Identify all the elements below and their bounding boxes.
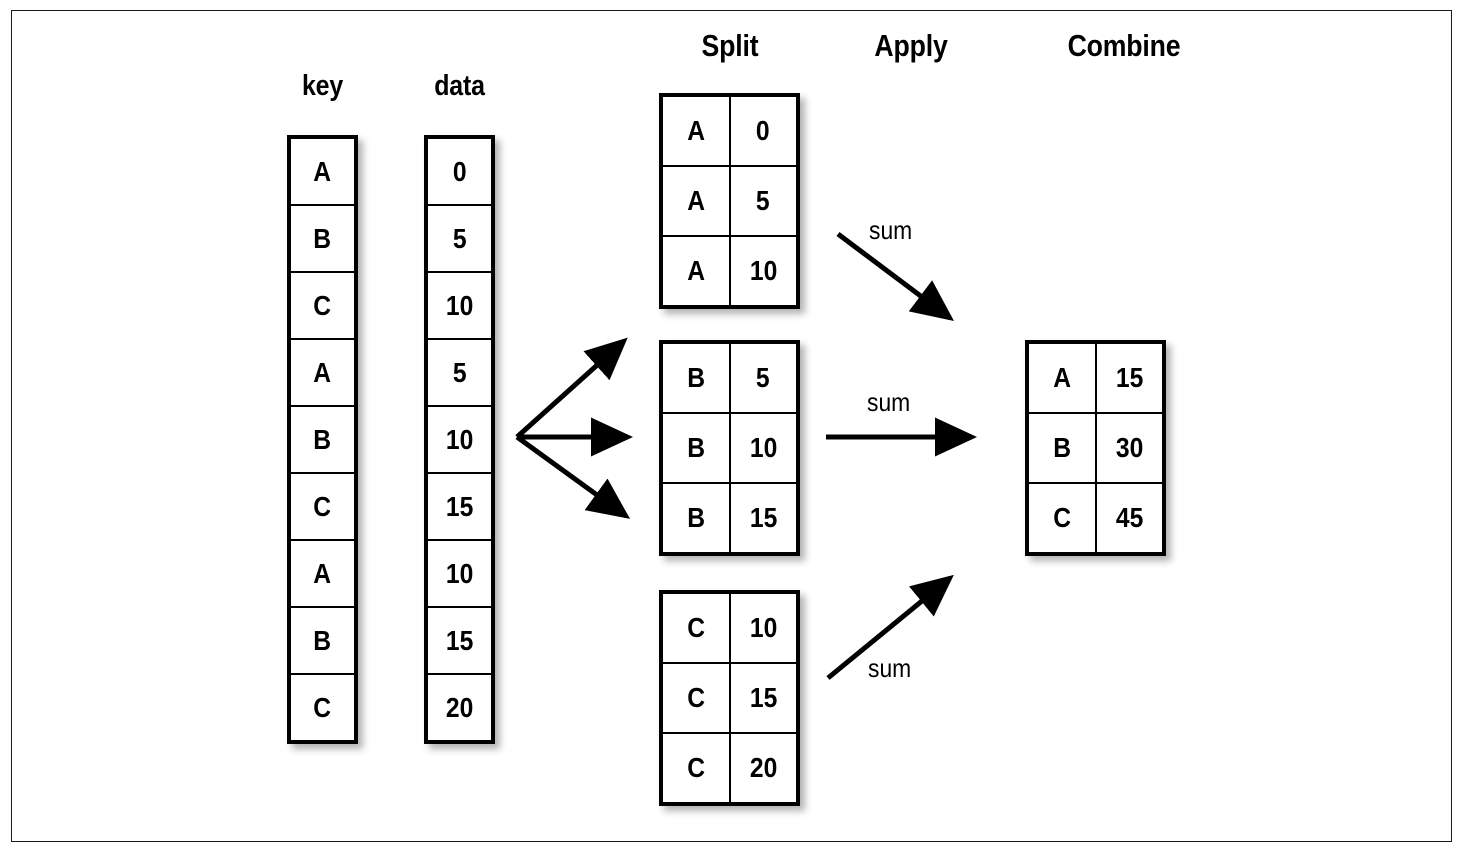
input-data-column: 0 5 10 5 10 15 10 15 20 [424,135,495,744]
input-key-cell: B [290,406,355,473]
combine-key-cell-text: C [1052,502,1071,533]
group-b-key-cell-text: B [686,362,705,393]
input-data-cell: 15 [427,473,492,540]
input-key-column: A B C A B C A B C [287,135,358,744]
input-data-cell-text: 10 [445,557,474,589]
input-data-cell-text: 15 [445,490,474,522]
input-data-cell: 15 [427,607,492,674]
input-key-cell-text: C [313,289,332,321]
input-data-cell: 10 [427,406,492,473]
group-a-key-cell-text: A [686,255,705,286]
group-b-key-cell: B [662,343,730,413]
group-c-value-cell: 10 [729,593,797,663]
input-key-cell-text: A [313,356,332,388]
input-data-cell-text: 10 [445,289,474,321]
stage-heading-apply: Apply [874,28,948,63]
combine-key-cell: B [1028,413,1096,483]
group-b-value-cell-text: 5 [756,362,771,393]
group-a-key-cell: A [662,96,730,166]
group-b-key-cell-text: B [686,502,705,533]
input-key-cell: A [290,138,355,205]
group-b-key-cell: B [662,483,730,553]
input-data-cell: 5 [427,339,492,406]
apply-arrow-b-label: sum [867,387,911,417]
input-key-cell-text: C [313,691,332,723]
combine-key-cell: C [1028,483,1096,553]
input-data-cell: 5 [427,205,492,272]
group-c-value-cell-text: 20 [749,752,777,783]
input-data-cell-text: 5 [452,222,467,254]
input-key-cell: C [290,674,355,741]
input-key-cell: A [290,540,355,607]
group-c-value-cell: 15 [729,663,797,733]
input-data-cell: 20 [427,674,492,741]
stage-heading-split: Split [701,28,759,63]
group-a-value-cell: 5 [729,166,797,236]
input-key-cell-text: B [313,423,332,455]
input-data-cell-text: 0 [452,155,467,187]
group-a-key-cell: A [662,166,730,236]
group-c-value-cell-text: 15 [749,682,777,713]
group-c-key-cell-text: C [686,752,705,783]
input-data-cell-text: 10 [445,423,474,455]
input-key-cell-text: B [313,624,332,656]
stage-heading-combine: Combine [1067,28,1181,63]
apply-arrow-c-label: sum [868,653,912,683]
group-c-key-cell-text: C [686,682,705,713]
group-c-key-cell-text: C [686,612,705,643]
input-key-cell-text: A [313,557,332,589]
input-data-cell: 10 [427,272,492,339]
group-a-value-cell-text: 10 [749,255,777,286]
group-c-key-cell: C [662,593,730,663]
input-data-cell: 10 [427,540,492,607]
input-data-cell-text: 20 [445,691,474,723]
combine-key-cell-text: B [1052,432,1071,463]
combine-key-cell: A [1028,343,1096,413]
group-b-value-cell-text: 15 [749,502,777,533]
combine-value-cell-text: 15 [1115,362,1143,393]
group-a-key-cell-text: A [686,115,705,146]
input-key-cell-text: B [313,222,332,254]
group-a-key-cell-text: A [686,185,705,216]
group-a-value-cell-text: 0 [756,115,771,146]
input-data-cell-text: 5 [452,356,467,388]
column-header-data: data [434,70,485,102]
input-key-cell-text: A [313,155,332,187]
input-key-cell: B [290,607,355,674]
combine-value-cell-text: 45 [1115,502,1143,533]
combine-value-cell: 30 [1095,413,1163,483]
group-c-key-cell: C [662,733,730,803]
group-c-value-cell-text: 10 [749,612,777,643]
input-key-cell: C [290,473,355,540]
group-b-value-cell: 5 [729,343,797,413]
input-key-cell: B [290,205,355,272]
group-c-key-cell: C [662,663,730,733]
group-a-value-cell: 0 [729,96,797,166]
input-key-cell-text: C [313,490,332,522]
group-c-value-cell: 20 [729,733,797,803]
group-b-value-cell: 15 [729,483,797,553]
group-b-value-cell: 10 [729,413,797,483]
group-b-key-cell-text: B [686,432,705,463]
combine-value-cell: 15 [1095,343,1163,413]
apply-arrow-a-label: sum [869,215,913,245]
combine-key-cell-text: A [1052,362,1071,393]
group-a-value-cell: 10 [729,236,797,306]
group-a-key-cell: A [662,236,730,306]
input-data-cell: 0 [427,138,492,205]
column-header-key: key [301,70,344,102]
group-a-value-cell-text: 5 [756,185,771,216]
input-key-cell: C [290,272,355,339]
combine-value-cell: 45 [1095,483,1163,553]
input-key-cell: A [290,339,355,406]
input-data-cell-text: 15 [445,624,474,656]
group-b-key-cell: B [662,413,730,483]
group-b-value-cell-text: 10 [749,432,777,463]
combine-value-cell-text: 30 [1115,432,1143,463]
